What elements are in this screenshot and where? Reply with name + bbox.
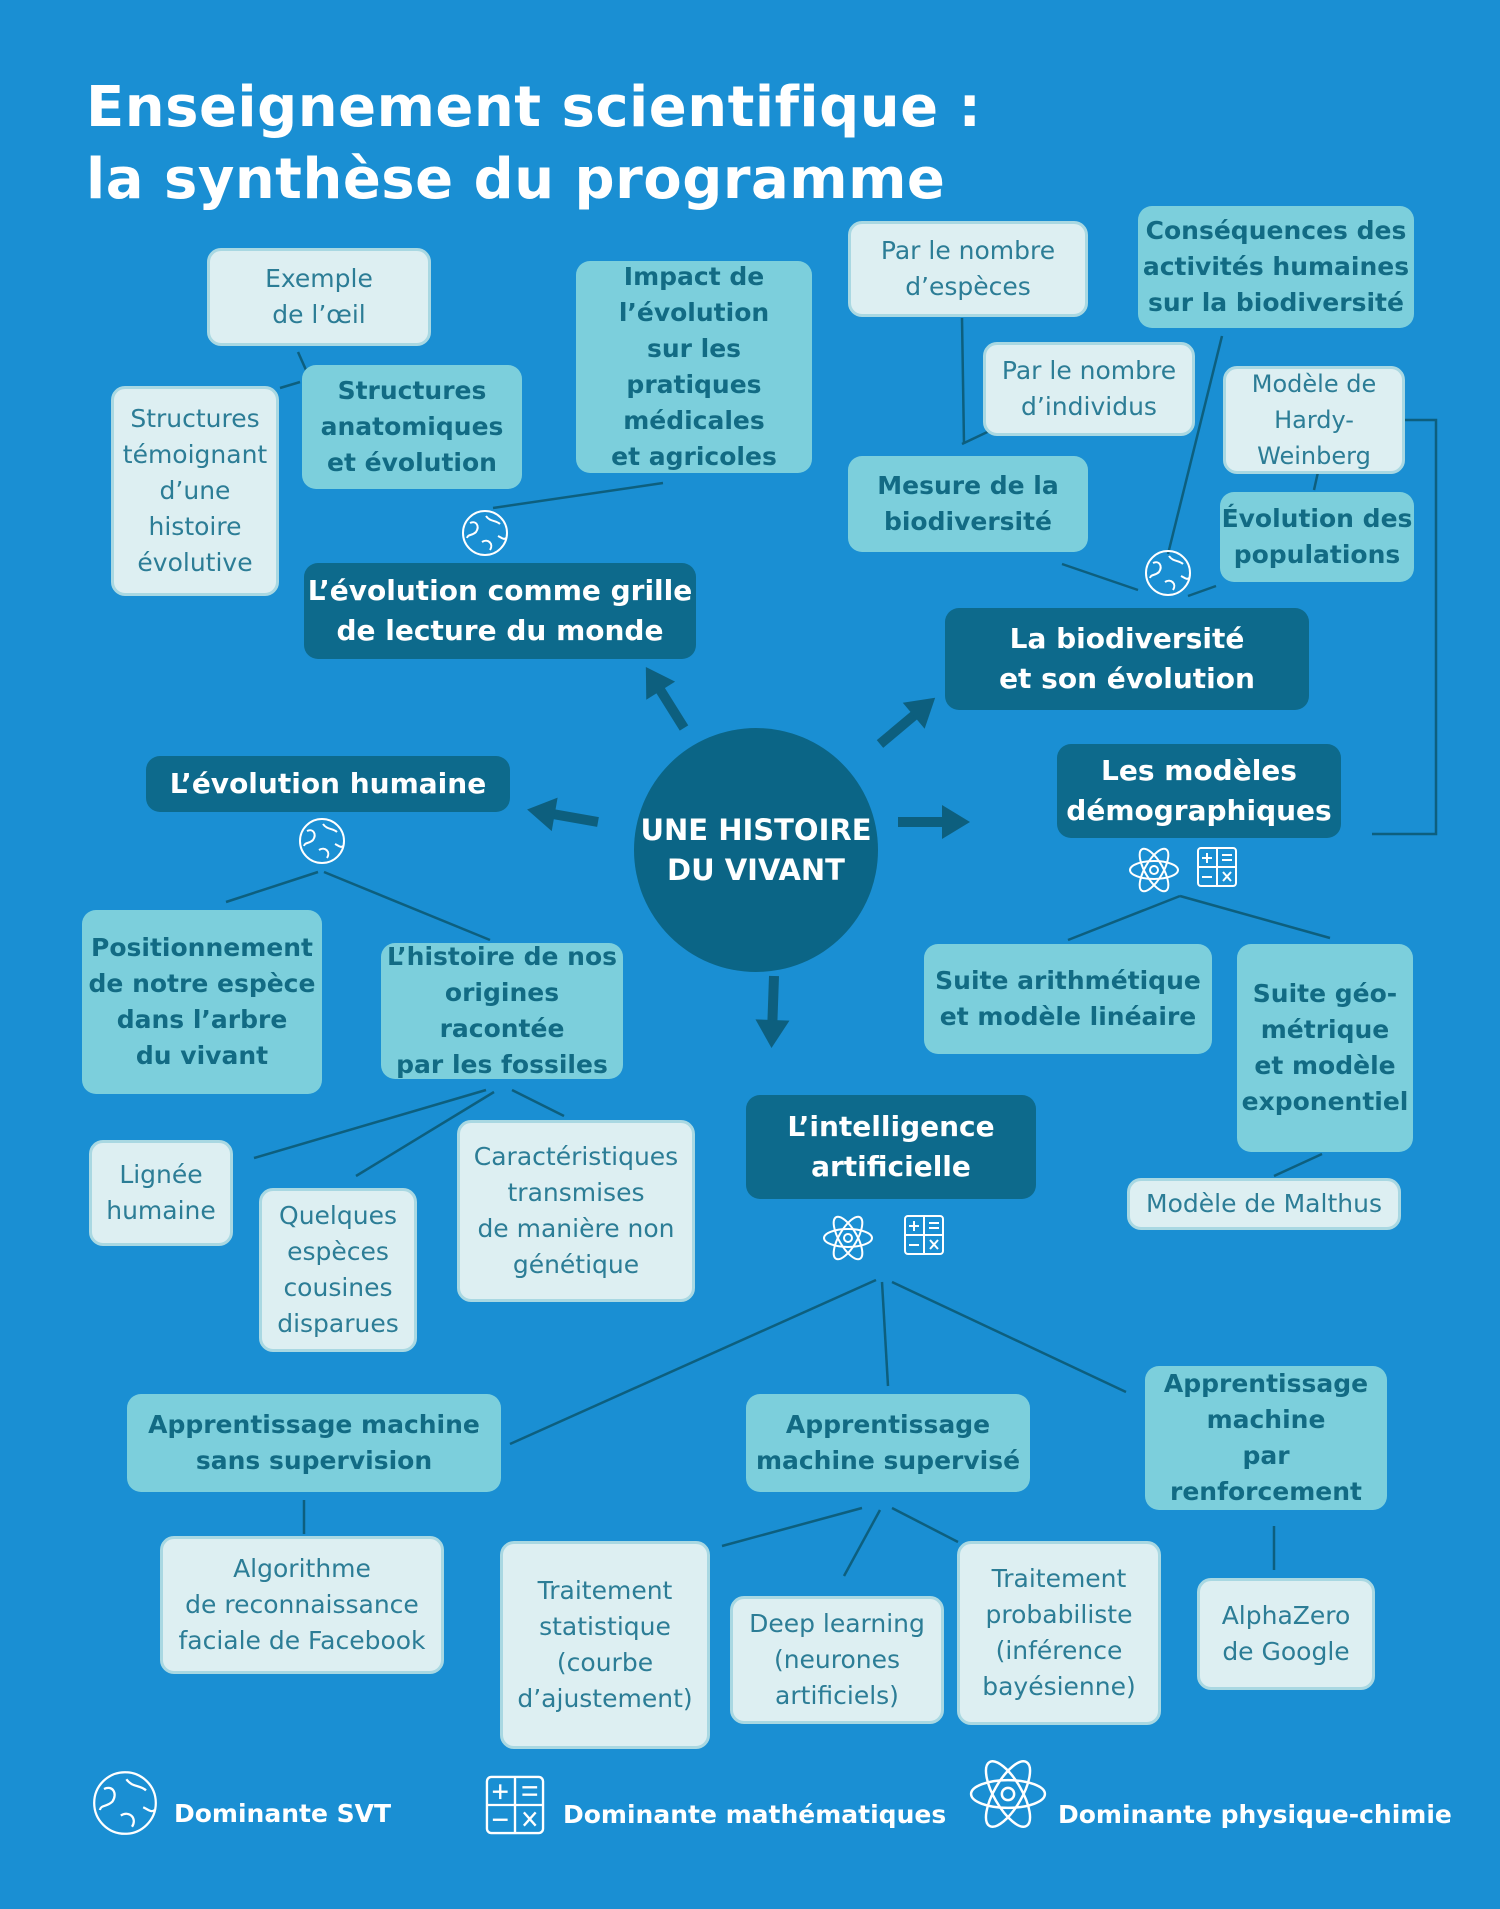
connector-humaine-positionnement <box>225 870 319 904</box>
connector-oeil-structures <box>296 351 308 371</box>
connector-mesure-biodiv <box>1061 562 1139 592</box>
connector-impact-evolution <box>492 481 664 510</box>
node-nombre-individus: Par le nombre d’individus <box>983 342 1195 436</box>
connector-hardy-modeles <box>1372 418 1438 836</box>
connector-histoire-lignee <box>253 1088 487 1160</box>
arrow-to-evolution-monde <box>645 666 689 731</box>
legend-maths: Dominante mathématiques <box>563 1800 947 1829</box>
atom-icon <box>969 1760 1047 1828</box>
globe-icon <box>1145 550 1191 596</box>
theme-biodiversite: La biodiversité et son évolution <box>945 608 1309 710</box>
node-positionnement: Positionnement de notre espèce dans l’ar… <box>82 910 322 1094</box>
arrow-to-evolution-humaine <box>527 797 599 832</box>
node-facebook: Algorithme de reconnaissance faciale de … <box>160 1536 444 1674</box>
math-symbols-icon <box>1197 847 1237 887</box>
connector-histoire-caracteristiques <box>511 1088 565 1118</box>
connector-modeles-arith <box>1067 894 1181 942</box>
node-mesure-biodiversite: Mesure de la biodiversité <box>848 456 1088 552</box>
page-title: Enseignement scientifique : la synthèse … <box>86 72 981 216</box>
node-structures-anatomiques: Structures anatomiques et évolution <box>302 365 522 489</box>
atom-icon <box>1129 847 1179 893</box>
connector-modeles-geo <box>1179 894 1331 940</box>
atom-icon <box>823 1215 873 1261</box>
arrow-to-modeles <box>898 805 970 839</box>
node-apprentissage-renforcement: Apprentissage machine par renforcement <box>1145 1366 1387 1510</box>
node-modele-malthus: Modèle de Malthus <box>1127 1178 1401 1230</box>
connector-especes-mesure <box>960 317 966 445</box>
globe-icon <box>462 510 508 556</box>
arrow-to-ia <box>755 975 790 1048</box>
node-caracteristiques: Caractéristiques transmises de manière n… <box>457 1120 695 1302</box>
node-traitement-statistique: Traitement statistique (courbe d’ajustem… <box>500 1541 710 1749</box>
theme-intelligence-artificielle: L’intelligence artificielle <box>746 1095 1036 1199</box>
center-arrows <box>527 666 970 1048</box>
connector-temoignant-structures <box>279 380 301 390</box>
node-traitement-probabiliste: Traitement probabiliste (inférence bayés… <box>957 1541 1161 1725</box>
connector-supervise-deep <box>842 1509 882 1577</box>
connector-ia-supervise <box>880 1281 890 1387</box>
connector-supervise-proba <box>891 1506 959 1544</box>
node-deep-learning: Deep learning (neurones artificiels) <box>730 1596 944 1724</box>
globe-icon <box>93 1771 157 1835</box>
node-hardy-weinberg: Modèle de Hardy-Weinberg <box>1223 366 1405 474</box>
math-symbols-icon <box>904 1215 944 1255</box>
connector-geo-malthus <box>1273 1152 1323 1178</box>
connector-ia-renforcement <box>891 1280 1127 1394</box>
node-suite-geometrique: Suite géo- métrique et modèle exponentie… <box>1237 944 1413 1152</box>
math-symbols-icon <box>485 1775 545 1835</box>
node-impact-evolution: Impact de l’évolution sur les pratiques … <box>576 261 812 473</box>
connector-ia-sans-supervision <box>509 1278 877 1446</box>
node-nombre-especes: Par le nombre d’espèces <box>848 221 1088 317</box>
theme-modeles-demographiques: Les modèles démographiques <box>1057 744 1341 838</box>
node-consequences: Conséquences des activités humaines sur … <box>1138 206 1414 328</box>
node-apprentissage-supervise: Apprentissage machine supervisé <box>746 1394 1030 1492</box>
title-line-2: la synthèse du programme <box>86 147 946 212</box>
node-exemple-oeil: Exemple de l’œil <box>207 248 431 346</box>
node-apprentissage-sans-supervision: Apprentissage machine sans supervision <box>127 1394 501 1492</box>
title-line-1: Enseignement scientifique : <box>86 75 982 140</box>
legend-svt: Dominante SVT <box>174 1799 392 1828</box>
center-circle: UNE HISTOIRE DU VIVANT <box>634 728 878 972</box>
node-especes-cousines: Quelques espèces cousines disparues <box>259 1188 417 1352</box>
connector-populations-biodiv <box>1187 584 1217 598</box>
arrow-to-biodiversite <box>876 697 936 748</box>
node-structures-temoignant: Structures témoignant d’une histoire évo… <box>111 386 279 596</box>
globe-icon <box>299 818 345 864</box>
connector-supervise-stat <box>721 1506 863 1548</box>
connector-humaine-histoire <box>323 870 491 942</box>
node-suite-arithmetique: Suite arithmétique et modèle linéaire <box>924 944 1212 1054</box>
node-histoire-origines: L’histoire de nos origines racontée par … <box>381 942 623 1079</box>
connector-consequences-biodiv <box>1166 335 1224 555</box>
theme-evolution-humaine: L’évolution humaine <box>146 756 510 812</box>
node-alphazero: AlphaZero de Google <box>1197 1578 1375 1690</box>
connector-hardy-populations <box>1312 471 1320 491</box>
node-lignee-humaine: Lignée humaine <box>89 1140 233 1246</box>
node-evolution-populations: Évolution des populations <box>1220 492 1414 582</box>
legend-physique: Dominante physique-chimie <box>1058 1800 1452 1829</box>
theme-evolution-monde: L’évolution comme grille de lecture du m… <box>304 563 696 659</box>
connector-histoire-cousines <box>355 1090 495 1178</box>
